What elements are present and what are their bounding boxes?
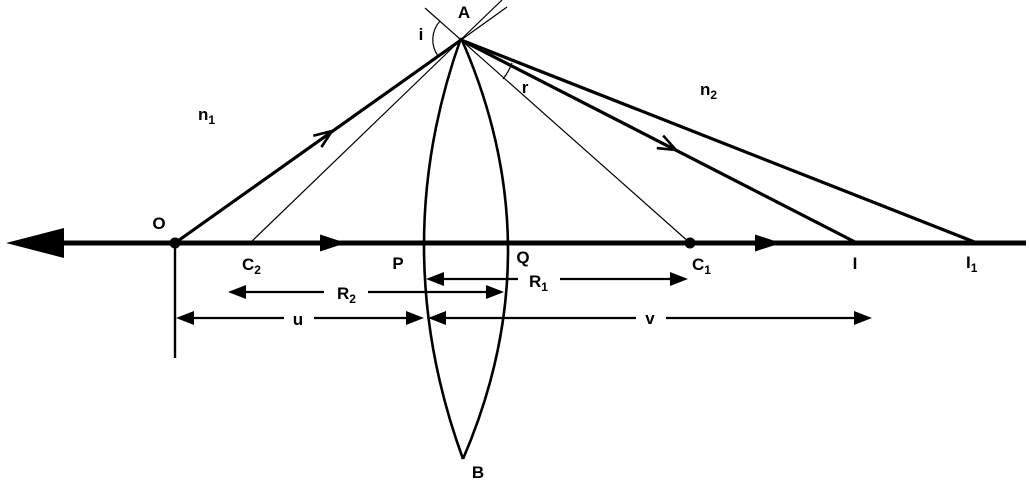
lens-right-surface: [459, 37, 510, 460]
label-n2: n2: [700, 80, 717, 102]
refracted-ray-to-i: [460, 38, 858, 245]
label-q: Q: [516, 248, 529, 267]
incident-ray: [174, 38, 462, 245]
normal-line-through-c1: [424, 7, 691, 244]
r2-right-arrowhead: [486, 285, 504, 299]
label-r2: R2: [337, 284, 356, 306]
label-p: P: [392, 254, 403, 273]
v-right-arrowhead: [854, 311, 872, 325]
u-left-arrowhead: [176, 311, 194, 325]
label-u: u: [293, 310, 303, 329]
label-b: B: [472, 463, 484, 482]
label-n1: n1: [198, 105, 215, 127]
refracted-ray-arrowhead: [656, 134, 680, 152]
v-left-arrowhead: [428, 311, 446, 325]
label-v: v: [645, 309, 655, 328]
lens-left-surface: [422, 37, 465, 460]
axis-direction-arrow-right: [755, 234, 781, 252]
label-angle-i: i: [419, 25, 424, 44]
incident-ray-arrowhead: [312, 128, 335, 148]
u-dimension: [176, 311, 424, 325]
label-r1: R1: [529, 272, 548, 294]
label-angle-r: r: [522, 78, 529, 97]
normal-line-through-c2: [249, 0, 503, 244]
label-i1: I1: [966, 253, 978, 275]
angle-i-arc: [432, 20, 441, 57]
label-o: O: [152, 214, 165, 233]
incident-ray-extension: [460, 6, 508, 41]
r1-left-arrowhead: [426, 272, 444, 286]
r1-dimension: [426, 272, 688, 286]
refracted-ray-to-i1: [460, 38, 978, 245]
label-c2: C2: [242, 255, 261, 277]
axis-left-arrowhead: [6, 228, 64, 258]
label-c1: C1: [692, 255, 711, 277]
r1-right-arrowhead: [670, 272, 688, 286]
u-right-arrowhead: [406, 311, 424, 325]
point-c1-dot: [684, 237, 696, 249]
angle-r-arc: [502, 62, 513, 80]
v-dimension: [428, 311, 872, 325]
label-a: A: [458, 3, 470, 22]
point-o-dot: [169, 237, 181, 249]
r2-dimension: [228, 285, 504, 299]
axis-direction-arrow-left: [320, 234, 346, 252]
r2-left-arrowhead: [228, 285, 246, 299]
label-i: I: [853, 254, 858, 273]
